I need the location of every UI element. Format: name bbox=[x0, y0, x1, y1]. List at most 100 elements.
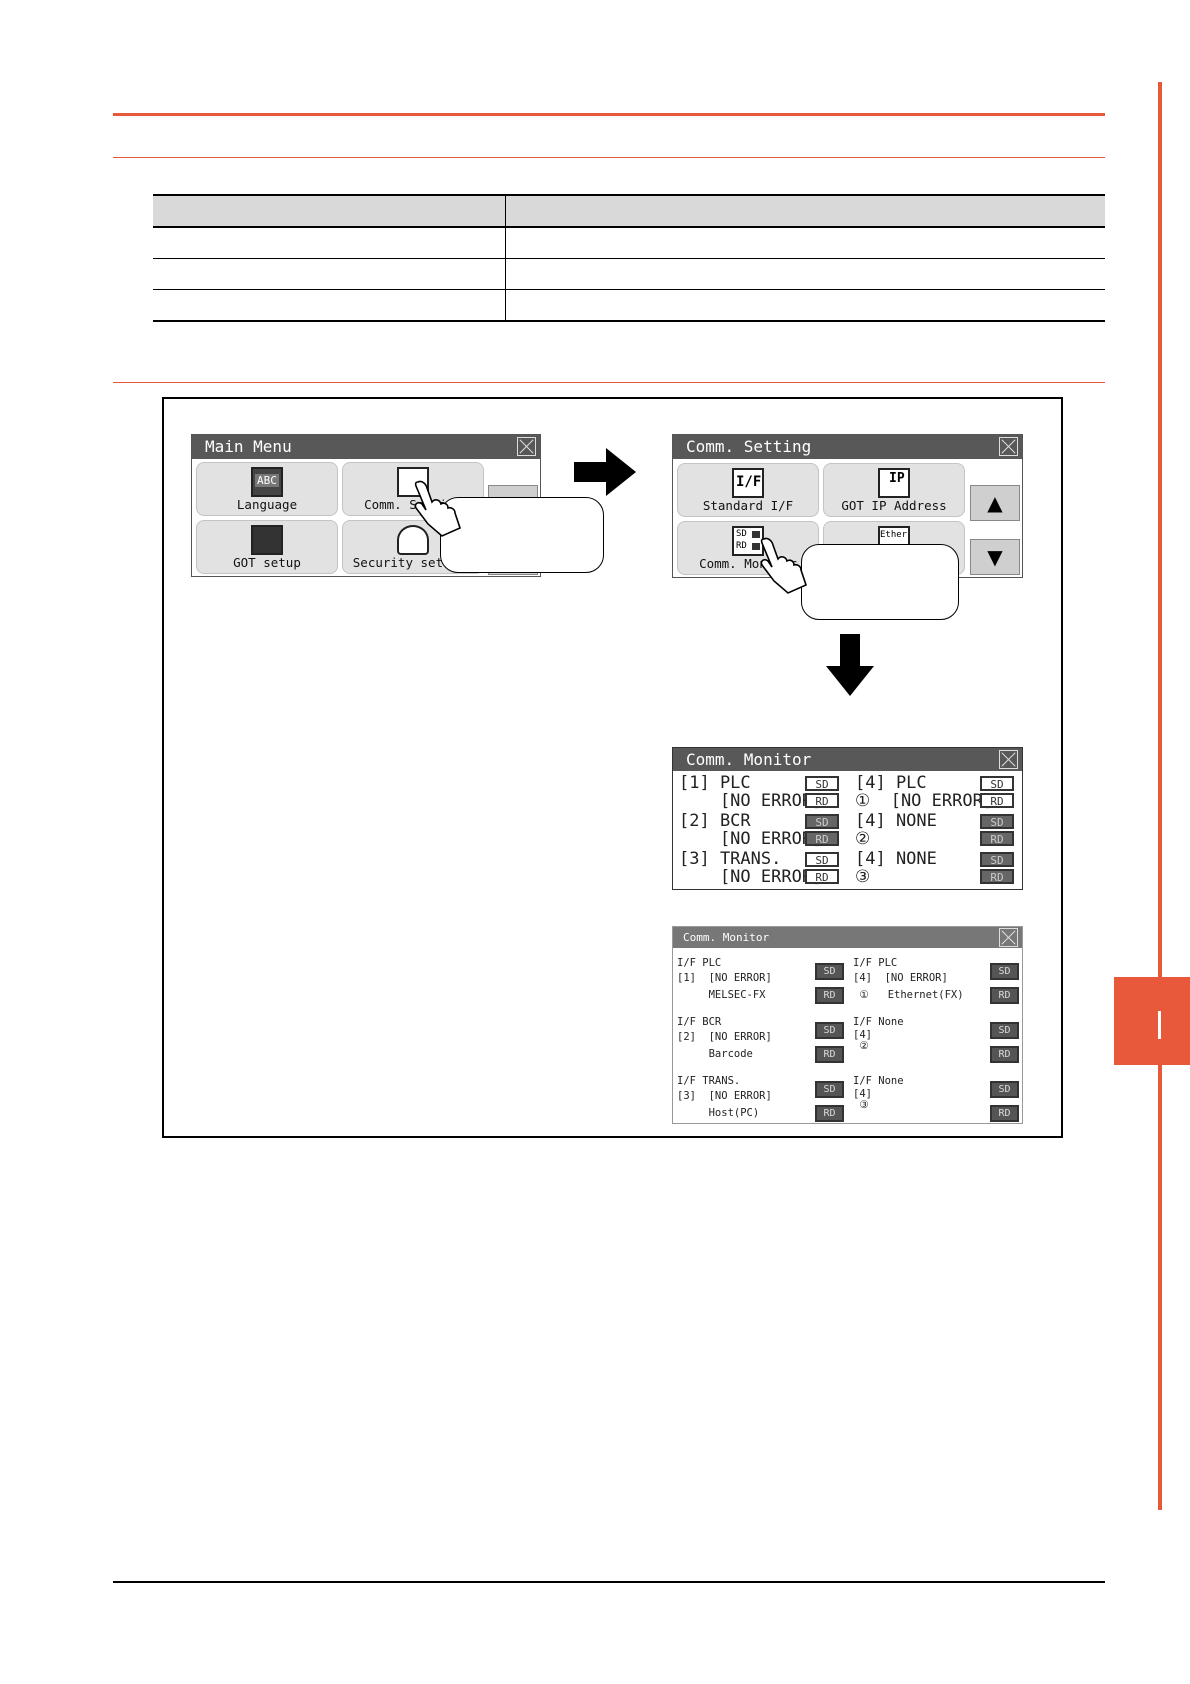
rd-indicator: RD bbox=[990, 987, 1019, 1004]
main-menu-title: Main Menu bbox=[205, 437, 292, 456]
entry-line2: [NO ERROR] bbox=[679, 867, 823, 887]
entry-line1: [4] NONE bbox=[855, 811, 937, 831]
menu-item-language[interactable]: ABC Language bbox=[196, 462, 338, 516]
got-setup-icon bbox=[251, 525, 283, 555]
figure-frame bbox=[162, 397, 1063, 1138]
table-cell bbox=[153, 289, 506, 322]
language-icon: ABC bbox=[251, 467, 283, 497]
sd-indicator: SD bbox=[805, 852, 839, 867]
comm-monitor-title: Comm. Monitor bbox=[686, 750, 812, 769]
entry-line2: [4] bbox=[853, 1029, 872, 1041]
menu-item-standard-if[interactable]: I/F Standard I/F bbox=[677, 463, 819, 517]
footer-rule bbox=[113, 1581, 1105, 1583]
monitor-entry: [3] TRANS. [NO ERROR] bbox=[679, 850, 849, 888]
main-menu-titlebar: Main Menu bbox=[192, 435, 540, 459]
comm-setting-titlebar: Comm. Setting bbox=[673, 435, 1022, 459]
detail-entry: I/F None [4] ② bbox=[853, 1016, 973, 1066]
monitor-entry: [4] PLC ① [NO ERROR] bbox=[855, 774, 993, 812]
sd-indicator: SD bbox=[990, 1081, 1019, 1098]
entry-line2: ③ bbox=[855, 867, 871, 887]
entry-line2: [4] [NO ERROR] bbox=[853, 972, 948, 984]
table-header-cell bbox=[505, 194, 1105, 228]
close-icon[interactable] bbox=[999, 437, 1018, 456]
table-row bbox=[153, 289, 1105, 322]
entry-line1: I/F None bbox=[853, 1075, 904, 1087]
pointing-hand-icon bbox=[414, 480, 461, 537]
sd-indicator: SD bbox=[805, 814, 839, 829]
rd-indicator: RD bbox=[990, 1105, 1019, 1122]
table-cell bbox=[153, 227, 506, 259]
close-icon[interactable] bbox=[999, 928, 1018, 947]
entry-line3: ② bbox=[853, 1040, 869, 1052]
detail-entry: I/F BCR [2] [NO ERROR] Barcode bbox=[677, 1016, 847, 1066]
entry-line3: Host(PC) bbox=[677, 1107, 760, 1119]
entry-line2: ② bbox=[855, 829, 871, 849]
table-header-row bbox=[153, 194, 1105, 228]
entry-line3: ③ bbox=[853, 1099, 869, 1111]
callout-bubble bbox=[440, 497, 604, 573]
margin-rule bbox=[1158, 82, 1162, 1510]
close-icon[interactable] bbox=[517, 437, 536, 456]
entry-line3: MELSEC-FX bbox=[677, 989, 766, 1001]
monitor-entry: [4] NONE ③ bbox=[855, 850, 975, 888]
sd-indicator: SD bbox=[815, 1081, 844, 1098]
menu-item-got-setup[interactable]: GOT setup bbox=[196, 520, 338, 574]
sd-indicator: SD bbox=[980, 814, 1014, 829]
comm-monitor-screen: Comm. Monitor [1] PLC [NO ERROR] [2] BCR… bbox=[672, 747, 1023, 890]
scroll-down-button[interactable]: ▼ bbox=[970, 539, 1020, 575]
up-arrow-icon: ▲ bbox=[987, 491, 1003, 515]
section-rule-top bbox=[113, 113, 1105, 116]
entry-line2: [NO ERROR] bbox=[679, 829, 823, 849]
rd-indicator: RD bbox=[805, 869, 839, 884]
rd-indicator: RD bbox=[980, 831, 1014, 846]
section-rule-1 bbox=[113, 157, 1105, 158]
table-cell bbox=[153, 258, 506, 290]
detail-entry: I/F PLC [4] [NO ERROR] ① Ethernet(FX) bbox=[853, 957, 973, 1007]
entry-line1: [4] NONE bbox=[855, 849, 937, 869]
entry-line1: I/F None bbox=[853, 1016, 904, 1028]
entry-line2: [1] [NO ERROR] bbox=[677, 972, 772, 984]
interface-icon: I/F bbox=[732, 468, 764, 498]
monitor-icon-sd: SD bbox=[736, 529, 747, 539]
detail-entry: I/F TRANS. [3] [NO ERROR] Host(PC) bbox=[677, 1075, 847, 1125]
scroll-up-button[interactable]: ▲ bbox=[970, 485, 1020, 521]
monitor-icon: SD RD bbox=[732, 526, 764, 556]
rd-indicator: RD bbox=[815, 987, 844, 1004]
monitor-entry: [4] NONE ② bbox=[855, 812, 975, 850]
sd-indicator: SD bbox=[980, 852, 1014, 867]
pointing-hand-icon bbox=[760, 537, 807, 594]
arrow-right-icon bbox=[574, 448, 636, 496]
detail-entry: I/F None [4] ③ bbox=[853, 1075, 973, 1125]
sd-indicator: SD bbox=[815, 1022, 844, 1039]
spec-table bbox=[153, 194, 1105, 322]
rd-indicator: RD bbox=[980, 869, 1014, 884]
entry-line2: [4] bbox=[853, 1088, 872, 1100]
rd-indicator: RD bbox=[805, 831, 839, 846]
arrow-down-icon bbox=[826, 634, 874, 696]
rd-indicator: RD bbox=[805, 793, 839, 808]
close-icon[interactable] bbox=[999, 750, 1018, 769]
menu-item-got-ip-address[interactable]: IP GOT IP Address bbox=[823, 463, 965, 517]
key-icon bbox=[397, 525, 429, 555]
down-arrow-icon: ▼ bbox=[987, 545, 1003, 569]
menu-item-label: Standard I/F bbox=[702, 498, 794, 513]
sd-indicator: SD bbox=[815, 963, 844, 980]
ethernet-icon-label: Ether bbox=[880, 530, 908, 540]
interface-icon-label: I/F bbox=[736, 474, 762, 490]
network-icon: IP bbox=[878, 468, 910, 498]
table-cell bbox=[505, 258, 1105, 290]
entry-line1: I/F PLC bbox=[677, 957, 722, 969]
monitor-icon-rd: RD bbox=[736, 541, 747, 551]
monitor-right-column: [4] PLC ① [NO ERROR] [4] NONE ② [4] NONE… bbox=[855, 774, 1015, 888]
entry-line1: [1] PLC bbox=[679, 773, 751, 793]
table-cell bbox=[505, 289, 1105, 322]
entry-line2: [2] [NO ERROR] bbox=[677, 1031, 772, 1043]
rd-indicator: RD bbox=[990, 1046, 1019, 1063]
sd-indicator: SD bbox=[805, 776, 839, 791]
language-icon-label: ABC bbox=[255, 474, 279, 487]
comm-setting-title: Comm. Setting bbox=[686, 437, 812, 456]
table-header-cell bbox=[153, 194, 506, 228]
entry-line1: [3] TRANS. bbox=[679, 849, 782, 869]
rd-indicator: RD bbox=[815, 1046, 844, 1063]
table-row bbox=[153, 258, 1105, 290]
